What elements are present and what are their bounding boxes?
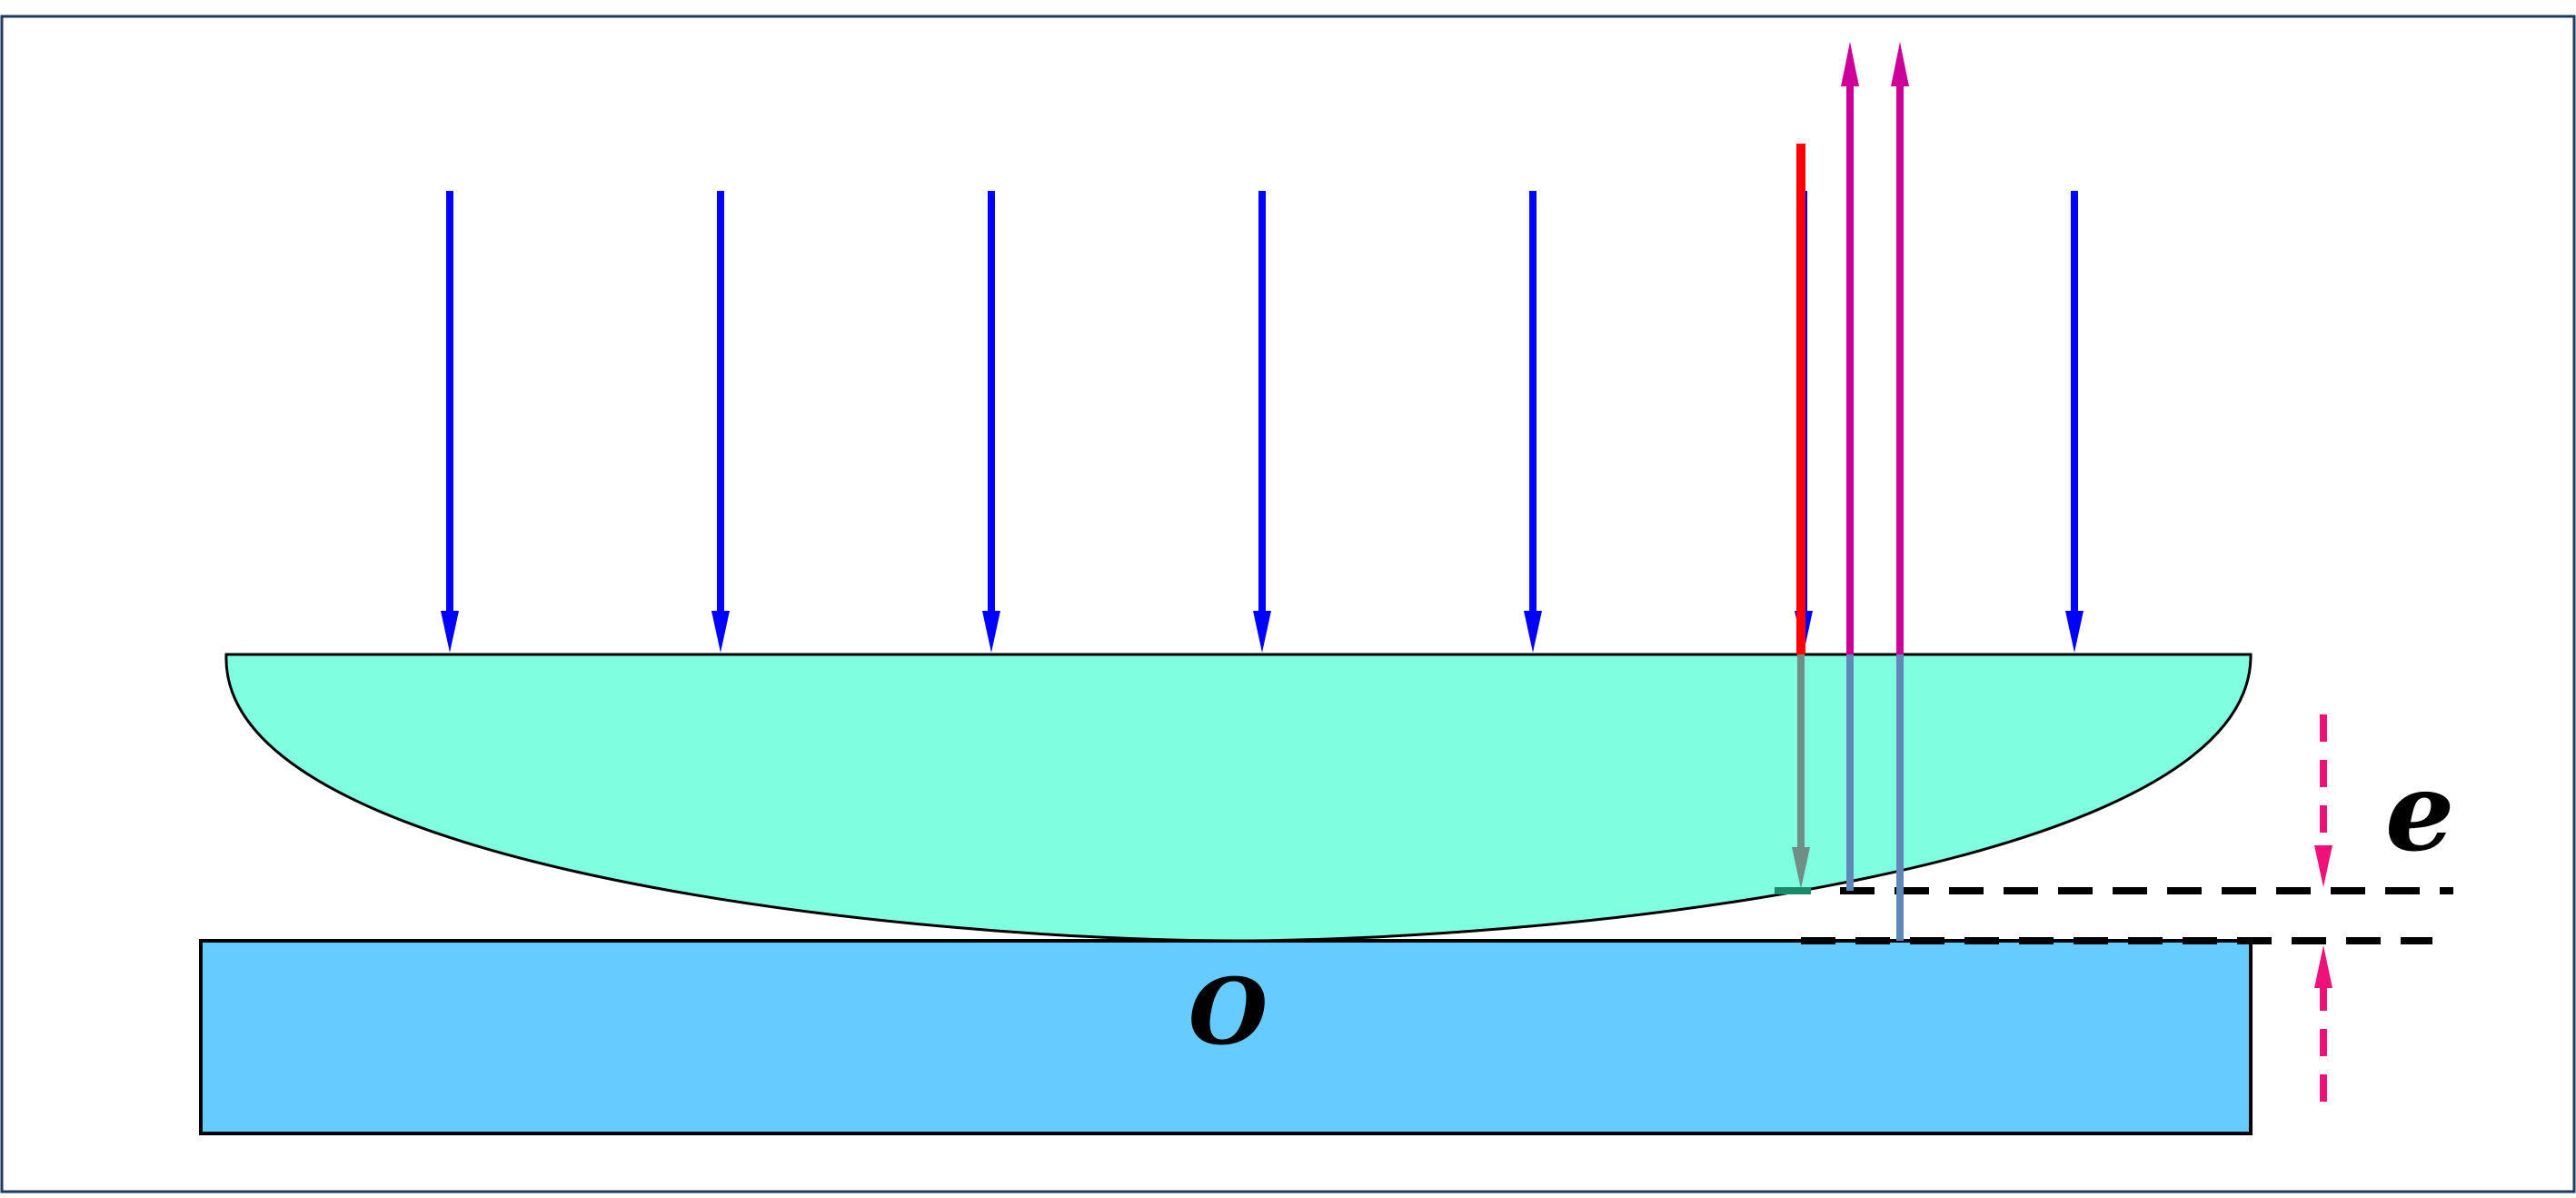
- gap-dimension-bottom-arrowhead: [2314, 945, 2332, 988]
- gap-dimension-top-arrowhead: [2314, 845, 2332, 887]
- highlighted-ray-arrowhead: [1792, 847, 1810, 889]
- incident-ray-7-arrowhead: [2065, 611, 2084, 653]
- gap-edge-highlight: [1775, 887, 1811, 894]
- contact-point-label: O: [1189, 958, 1268, 1065]
- incident-ray-4-arrowhead: [1253, 611, 1271, 653]
- reflected-ray-1-arrowhead: [1841, 42, 1859, 86]
- plano-convex-lens: [224, 653, 2253, 943]
- reflected-ray-2-arrowhead: [1891, 42, 1909, 86]
- glass-plate: [199, 939, 2253, 1135]
- incident-ray-3-arrowhead: [982, 611, 1000, 653]
- incident-ray-2-arrowhead: [711, 611, 730, 653]
- incident-ray-1-arrowhead: [441, 611, 459, 653]
- gap-thickness-label: e: [2385, 748, 2454, 876]
- incident-ray-5-arrowhead: [1524, 611, 1542, 653]
